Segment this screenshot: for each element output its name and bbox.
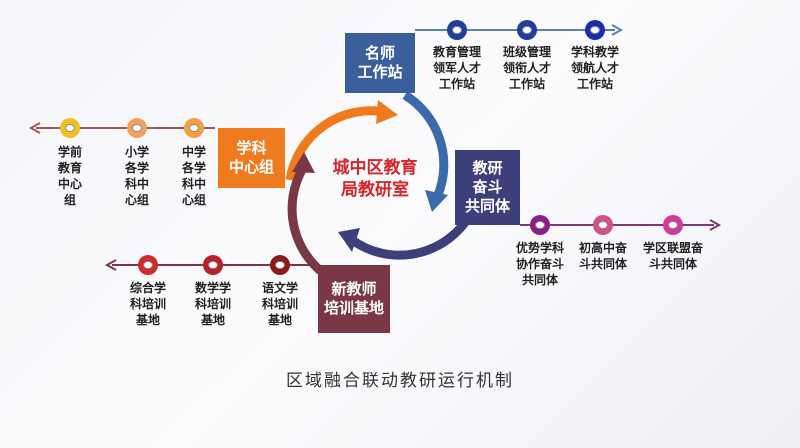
famous-teacher-studio-box: 名师 工作站 [345,33,415,93]
subject-center-group-box: 学科 中心组 [218,128,285,188]
bottom-branch-node-center-icon [143,261,153,269]
blue-cycle-arrow [402,91,449,197]
orange-arrow-head-icon [376,100,398,124]
left-branch-node-center-icon [65,124,75,132]
left-branch-item-label: 小学 各学 科中 心组 [124,145,149,207]
bottom-branch-node-center-icon [208,261,218,269]
research-community-box: 教研 奋斗 共同体 [455,150,520,225]
right-branch-item-label: 初高中奋 斗共同体 [578,241,627,271]
right-branch-arrow-icon [709,219,722,231]
orange-cycle-arrow [285,106,386,181]
left-branch-item-label: 中学 各学 科中 心组 [181,145,206,207]
right-branch-item-label: 优势学科 协作奋斗 共同体 [515,241,564,287]
new-teacher-base-box: 新教师 培训基地 [318,265,390,333]
top-branch-item-label: 班级管理 领衔人才 工作站 [502,45,551,91]
bottom-branch-item-label: 语文学 科培训 基地 [261,281,298,327]
blue-arrow-head-icon [425,190,448,212]
right-branch-node-center-icon [598,221,608,229]
top-branch-arrow-icon [611,24,624,36]
left-branch-item-label: 学前 教育 中心 组 [57,145,82,207]
bottom-branch-arrow-icon [104,259,117,271]
right-branch-item-label: 学区联盟奋 斗共同体 [642,241,703,271]
center-title: 城中区教育 局教研室 [332,158,418,200]
diagram-caption: 区域融合联动教研运行机制 [286,371,514,391]
left-branch-arrow-icon [28,122,41,134]
top-branch-node-center-icon [590,26,600,34]
left-branch-node-center-icon [132,124,142,132]
top-branch-node-center-icon [452,26,462,34]
left-branch-node-center-icon [189,124,199,132]
bottom-branch-item-label: 综合学 科培训 基地 [129,281,166,327]
top-branch-item-label: 教育管理 领军人才 工作站 [432,45,481,91]
maroon-cycle-arrow [287,165,333,282]
top-branch-item-label: 学科教学 领航人才 工作站 [570,45,619,91]
top-branch-node-center-icon [522,26,532,34]
navy-arrow-head-icon [338,228,360,252]
right-branch-node-center-icon [535,221,545,229]
maroon-arrow-head-icon [292,152,315,173]
bottom-branch-item-label: 数学学 科培训 基地 [194,281,231,327]
bottom-branch-node-center-icon [275,261,285,269]
right-branch-node-center-icon [668,221,678,229]
navy-cycle-arrow [349,212,474,260]
